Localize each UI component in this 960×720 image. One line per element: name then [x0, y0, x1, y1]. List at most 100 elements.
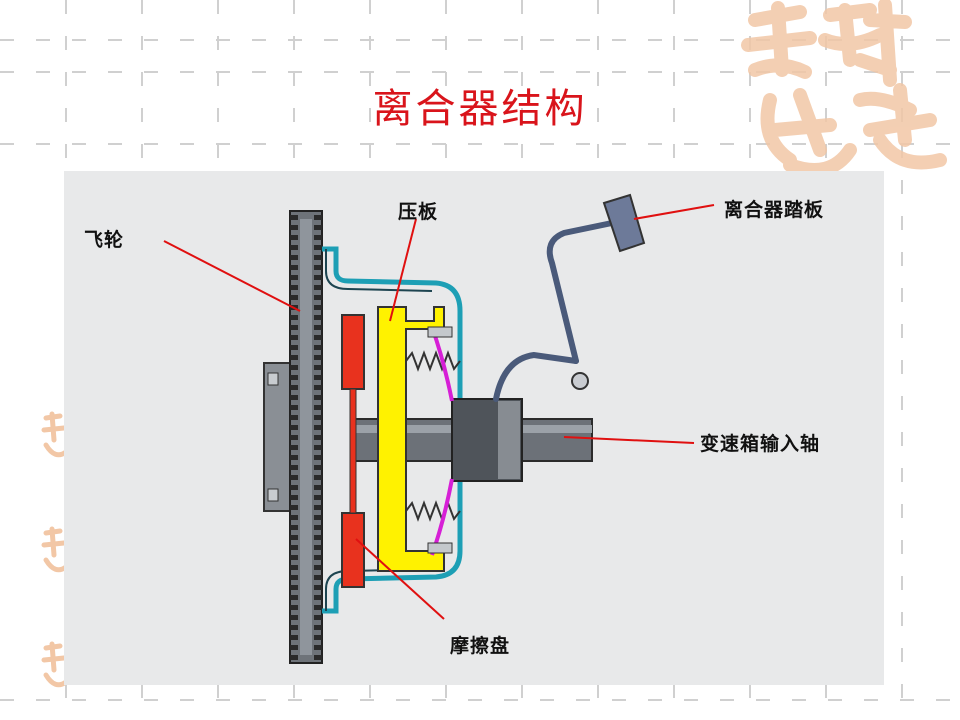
label-friction-disc: 摩擦盘 [450, 635, 511, 657]
flywheel-tooth [314, 485, 322, 490]
clutch-diagram-panel: 飞轮 压板 离合器踏板 变速箱输入轴 摩擦盘 [64, 171, 884, 685]
flywheel-tooth [290, 505, 298, 510]
flywheel-tooth [290, 575, 298, 580]
flywheel-tooth [314, 465, 322, 470]
flywheel-tooth [314, 545, 322, 550]
flywheel-tooth [314, 495, 322, 500]
flywheel-tooth [314, 225, 322, 230]
flywheel-tooth [314, 325, 322, 330]
flywheel-tooth [290, 465, 298, 470]
flywheel-tooth [314, 625, 322, 630]
flywheel-tooth [314, 405, 322, 410]
flywheel-tooth [314, 275, 322, 280]
flywheel-tooth [290, 225, 298, 230]
friction-disc-callout-line [355, 538, 445, 620]
pressure-plate-callout-line [389, 218, 417, 322]
flywheel-tooth [314, 255, 322, 260]
flywheel-tooth [314, 455, 322, 460]
flywheel-tooth [290, 475, 298, 480]
flywheel-tooth [314, 245, 322, 250]
flywheel-tooth [290, 395, 298, 400]
flywheel-tooth [290, 485, 298, 490]
flywheel-tooth [290, 315, 298, 320]
flywheel-tooth [290, 335, 298, 340]
flywheel-tooth [314, 505, 322, 510]
flywheel-tooth [290, 595, 298, 600]
flywheel-tooth [290, 345, 298, 350]
flywheel-tooth [290, 455, 298, 460]
flywheel-tooth [314, 345, 322, 350]
flywheel-tooth [290, 655, 298, 660]
flywheel-tooth [290, 535, 298, 540]
flywheel-tooth [290, 495, 298, 500]
flywheel-tooth [314, 595, 322, 600]
flywheel-tooth [290, 245, 298, 250]
flywheel-tooth [314, 355, 322, 360]
flywheel-tooth [290, 625, 298, 630]
flywheel-tooth [290, 355, 298, 360]
flywheel-tooth [314, 585, 322, 590]
flywheel-tooth [290, 515, 298, 520]
pedal-callout-line [633, 204, 715, 220]
flywheel-tooth [314, 615, 322, 620]
flywheel-tooth [290, 215, 298, 220]
flywheel-tooth [290, 555, 298, 560]
slide-title: 离合器结构 [372, 86, 588, 132]
label-clutch-pedal: 离合器踏板 [724, 199, 825, 221]
flywheel-tooth [314, 315, 322, 320]
flywheel-tooth [314, 535, 322, 540]
flywheel-tooth [314, 445, 322, 450]
flywheel-tooth [314, 425, 322, 430]
flywheel-tooth [314, 295, 322, 300]
flywheel-tooth [314, 645, 322, 650]
friction-disc [341, 314, 365, 588]
flywheel-tooth [290, 325, 298, 330]
flywheel-tooth [290, 425, 298, 430]
flywheel-tooth [314, 265, 322, 270]
flywheel-tooth [314, 525, 322, 530]
diaphragm-springs [405, 350, 461, 522]
flywheel-tooth [290, 275, 298, 280]
flywheel-tooth [314, 375, 322, 380]
flywheel-tooth [290, 645, 298, 650]
flywheel-tooth [290, 235, 298, 240]
pedal-linkage [493, 220, 615, 402]
label-pressure-plate: 压板 [398, 201, 439, 223]
flywheel-tooth [314, 335, 322, 340]
flywheel-tooth [314, 565, 322, 570]
flywheel [289, 210, 323, 664]
flywheel-tooth [290, 295, 298, 300]
flywheel-tooth [290, 585, 298, 590]
flywheel-tooth [290, 385, 298, 390]
flywheel-tooth [314, 605, 322, 610]
flywheel-tooth [314, 285, 322, 290]
clutch-pedal [602, 193, 646, 253]
flywheel-callout-line [163, 240, 301, 312]
label-gearbox-input-shaft: 变速箱输入轴 [700, 433, 821, 455]
flywheel-tooth [314, 475, 322, 480]
flywheel-tooth [290, 375, 298, 380]
clutch-diagram [163, 193, 715, 664]
flywheel-tooth [290, 415, 298, 420]
flywheel-tooth [290, 445, 298, 450]
label-flywheel: 飞轮 [84, 229, 125, 251]
flywheel-tooth [290, 565, 298, 570]
flywheel-tooth [290, 545, 298, 550]
flywheel-tooth [290, 285, 298, 290]
flywheel-tooth [290, 635, 298, 640]
flywheel-tooth [314, 235, 322, 240]
flywheel-tooth [290, 605, 298, 610]
flywheel-tooth [314, 655, 322, 660]
flywheel-tooth [290, 365, 298, 370]
flywheel-tooth [314, 555, 322, 560]
shaft-callout-line [563, 436, 695, 444]
flywheel-tooth [314, 305, 322, 310]
flywheel-tooth [314, 435, 322, 440]
flywheel-tooth [290, 615, 298, 620]
flywheel-tooth [314, 395, 322, 400]
flywheel-tooth [314, 365, 322, 370]
flywheel-tooth [314, 385, 322, 390]
flywheel-tooth [290, 435, 298, 440]
flywheel-tooth [314, 575, 322, 580]
